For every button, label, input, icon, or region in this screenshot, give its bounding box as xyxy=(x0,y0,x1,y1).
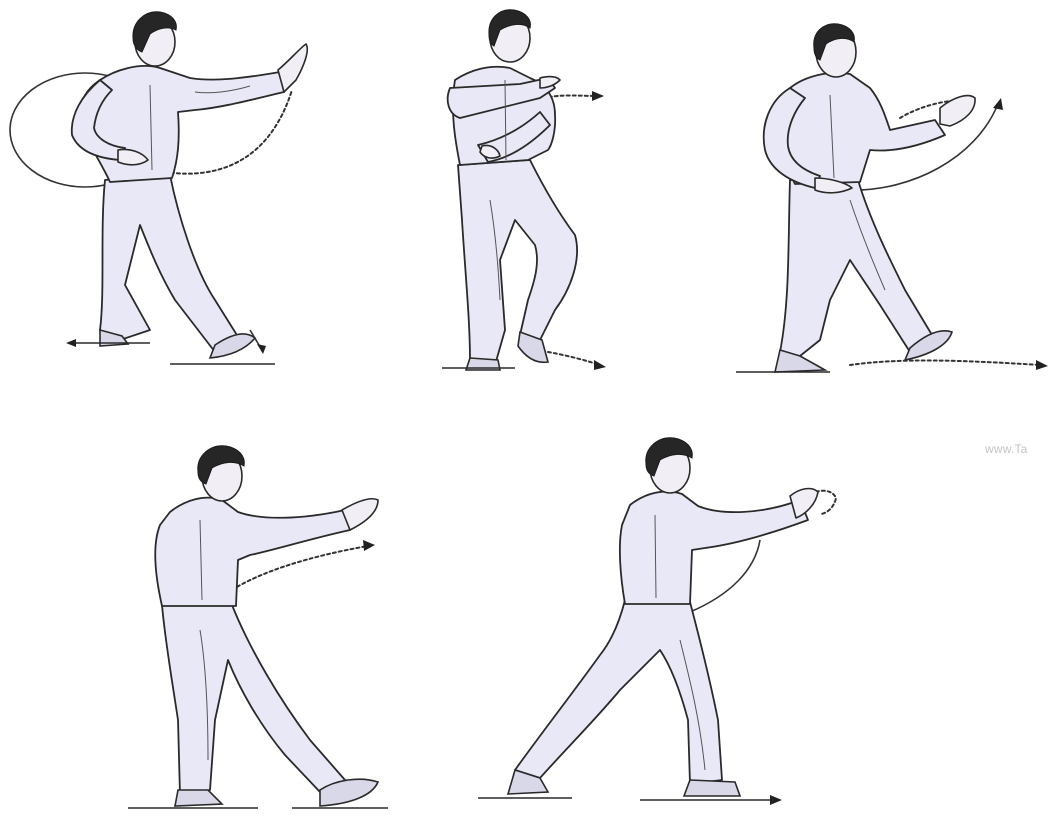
watermark-text: www.Ta xyxy=(985,442,1028,456)
figure-3 xyxy=(736,24,1048,372)
figure-2 xyxy=(442,10,606,370)
figure-4 xyxy=(128,446,388,808)
figure-1 xyxy=(10,12,307,364)
figure-5-motion-arc xyxy=(690,540,760,612)
figure-5 xyxy=(478,438,836,805)
